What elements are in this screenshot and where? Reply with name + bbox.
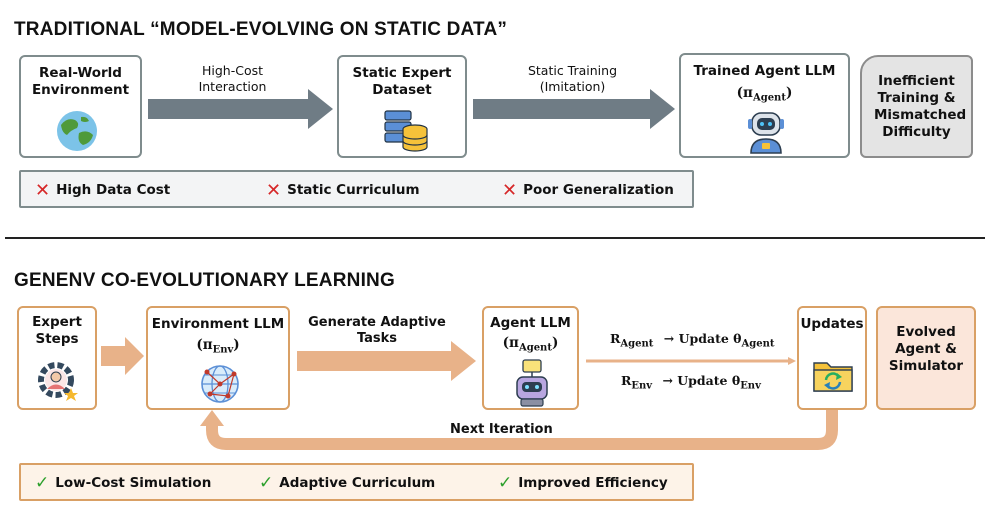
trained-agent-policy: (πAgent): [736, 85, 793, 104]
expert-gear-icon: [38, 362, 78, 401]
cross-icon: ✕: [35, 180, 51, 201]
issue-item-static-curriculum: ✕ Static Curriculum: [266, 180, 420, 201]
agent-llm-title: Agent LLM: [490, 315, 571, 331]
expert-steps-label: Expert Steps: [32, 314, 82, 347]
trained-agent-pi-sub: Agent: [752, 92, 786, 104]
generate-tasks-label: Generate Adaptive Tasks: [308, 315, 446, 346]
environment-llm-title: Environment LLM: [151, 316, 285, 332]
generate-tasks-arrow: [297, 341, 476, 381]
evolved-label: Evolved Agent & Simulator: [888, 324, 964, 374]
issue-item-poor-generalization: ✕ Poor Generalization: [502, 180, 674, 201]
cross-icon: ✕: [266, 180, 282, 201]
earth-icon: [57, 111, 97, 151]
inefficient-training-outcome: Inefficient Training & Mismatched Diffic…: [860, 55, 973, 158]
agent-update-text: → Update θ: [663, 331, 742, 346]
env-reward-sub: Env: [631, 380, 653, 392]
static-expert-dataset-node: Static Expert Dataset: [337, 55, 467, 158]
dataset-label: Static Expert Dataset: [352, 65, 452, 98]
benefit-label: Low-Cost Simulation: [55, 475, 212, 491]
expert-steps-node: Expert Steps: [17, 306, 97, 410]
check-icon: ✓: [259, 473, 274, 493]
high-cost-interaction-arrow: [148, 89, 333, 129]
env-pi: π: [202, 337, 213, 353]
env-update-text: → Update θ: [662, 373, 741, 388]
agent-pi: π: [509, 335, 519, 351]
agent-reward-update: RAgent → Update θAgent: [610, 331, 775, 350]
section-divider: [5, 237, 985, 239]
high-cost-interaction-label: High-Cost Interaction: [198, 63, 267, 94]
check-icon: ✓: [498, 473, 513, 493]
env-reward-r: R: [621, 373, 632, 388]
environment-llm-policy: (πEnv): [196, 337, 240, 356]
expert-to-environment-arrow: [101, 337, 144, 375]
check-icon: ✓: [35, 473, 50, 493]
trained-agent-title: Trained Agent LLM: [693, 63, 836, 79]
reward-arrows: [586, 357, 796, 365]
env-reward-update: REnv → Update θEnv: [621, 373, 761, 392]
database-icon: [384, 110, 428, 152]
static-training-text: Static Training (Imitation): [527, 63, 618, 94]
benefit-item-adaptive-curriculum: ✓ Adaptive Curriculum: [259, 473, 435, 493]
trained-agent-llm-node: Trained Agent LLM (πAgent): [679, 53, 850, 158]
issues-legend: ✕ High Data Cost ✕ Static Curriculum ✕ Poor…: [19, 170, 694, 208]
real-world-label: Real-World Environment: [31, 65, 130, 98]
static-training-label: Static Training (Imitation): [505, 63, 640, 95]
robot-icon: [516, 359, 548, 407]
issue-label: Poor Generalization: [523, 182, 674, 198]
agent-theta-sub: Agent: [741, 338, 775, 350]
next-iteration-label: Next Iteration: [448, 422, 555, 437]
environment-llm-node: Environment LLM (πEnv): [146, 306, 290, 410]
agent-llm-policy: (πAgent): [502, 335, 559, 354]
real-world-environment-node: Real-World Environment: [19, 55, 142, 158]
agent-reward-r: R: [610, 331, 621, 346]
issue-label: Static Curriculum: [287, 182, 420, 198]
benefit-item-low-cost: ✓ Low-Cost Simulation: [35, 473, 211, 493]
updates-label: Updates: [800, 316, 864, 332]
agent-llm-node: Agent LLM (πAgent): [482, 306, 579, 410]
traditional-title: TRADITIONAL “MODEL-EVOLVING ON STATIC DA…: [14, 19, 508, 40]
issue-label: High Data Cost: [56, 182, 171, 198]
benefit-label: Adaptive Curriculum: [279, 475, 436, 491]
env-theta-sub: Env: [740, 380, 761, 392]
folder-sync-icon: [813, 362, 853, 392]
benefit-item-improved-efficiency: ✓ Improved Efficiency: [498, 473, 668, 493]
benefit-label: Improved Efficiency: [518, 475, 668, 491]
outcome-label: Inefficient Training & Mismatched Diffic…: [874, 73, 967, 140]
next-iteration-arrow: [200, 410, 838, 450]
issue-item-data-cost: ✕ High Data Cost: [35, 180, 170, 201]
updates-node: Updates: [797, 306, 867, 410]
network-globe-icon: [201, 365, 239, 403]
trained-agent-pi: π: [743, 85, 753, 101]
agent-pi-sub: Agent: [518, 342, 552, 354]
static-training-arrow: [473, 89, 675, 129]
cross-icon: ✕: [502, 180, 518, 201]
robot-agent-icon: [748, 112, 784, 154]
genenv-title: GENENV CO-EVOLUTIONARY LEARNING: [14, 270, 395, 291]
benefits-legend: ✓ Low-Cost Simulation ✓ Adaptive Curriculu…: [19, 463, 694, 501]
evolved-agent-simulator-node: Evolved Agent & Simulator: [876, 306, 976, 410]
env-pi-sub: Env: [212, 344, 234, 356]
agent-reward-sub: Agent: [620, 338, 654, 350]
